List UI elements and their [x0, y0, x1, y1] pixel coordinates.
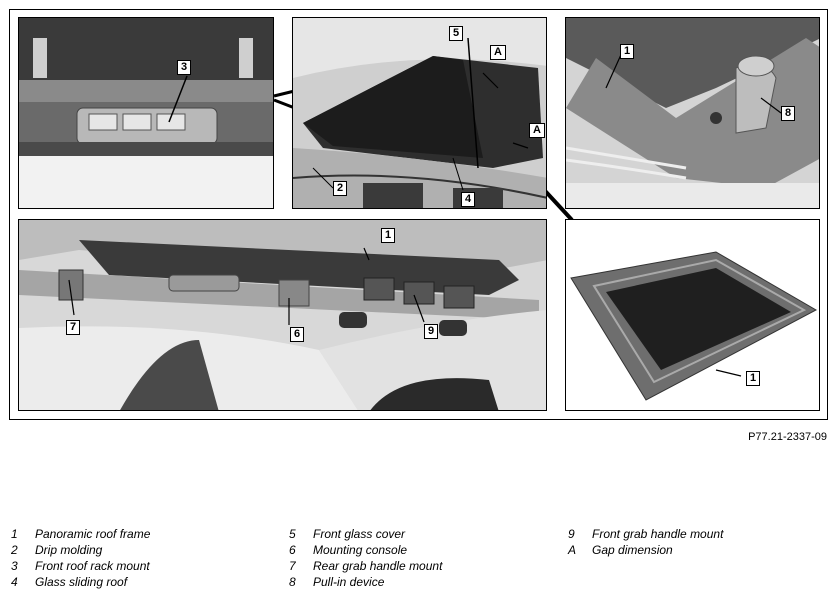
legend-label: Drip molding [35, 543, 103, 557]
panel-roof-exterior: 5 A A 2 4 [292, 17, 547, 209]
legend-label: Front grab handle mount [592, 527, 724, 541]
legend-column-2: 5 Front glass cover 6 Mounting console 7 Re… [289, 527, 442, 591]
callout-a-upper: A [490, 45, 506, 60]
legend-item: 7 Rear grab handle mount [289, 559, 442, 575]
legend-item: 9 Front grab handle mount [568, 527, 723, 543]
legend-label: Gap dimension [592, 543, 673, 557]
callout-4: 4 [461, 192, 476, 207]
callout-9: 9 [424, 324, 439, 339]
roof-exterior-illustration [293, 18, 546, 208]
pull-in-device-illustration [566, 18, 819, 208]
callout-5: 5 [449, 26, 464, 41]
legend-key: 8 [289, 575, 296, 589]
legend-label: Rear grab handle mount [313, 559, 443, 573]
legend-key: 1 [11, 527, 18, 541]
figure-id: P77.21-2337-09 [748, 431, 827, 443]
roof-rack-mount-illustration [19, 18, 273, 208]
legend-column-3: 9 Front grab handle mount A Gap dimension [568, 527, 723, 559]
legend-key: 6 [289, 543, 296, 557]
legend-key: 9 [568, 527, 575, 541]
callout-7: 7 [66, 320, 81, 335]
legend-item: 8 Pull-in device [289, 575, 442, 591]
callout-2: 2 [333, 181, 348, 196]
legend-key: A [568, 543, 577, 557]
callout-3: 3 [177, 60, 192, 75]
roof-frame-module-illustration [566, 220, 819, 410]
panel-interior-roof-frame: 1 7 6 9 [18, 219, 547, 411]
legend-item: 2 Drip molding [11, 543, 150, 559]
legend-item: A Gap dimension [568, 543, 723, 559]
legend-label: Mounting console [313, 543, 408, 557]
panel-roof-frame-module: 1 [565, 219, 820, 411]
legend-label: Front glass cover [313, 527, 406, 541]
callout-6: 6 [290, 327, 305, 342]
callout-a-lower: A [529, 123, 545, 138]
legend-item: 4 Glass sliding roof [11, 575, 150, 591]
legend-item: 5 Front glass cover [289, 527, 442, 543]
callout-8: 8 [781, 106, 796, 121]
legend-key: 5 [289, 527, 296, 541]
panel-roof-rack-mount: 3 [18, 17, 274, 209]
panel-pull-in-device: 1 8 [565, 17, 820, 209]
legend-item: 3 Front roof rack mount [11, 559, 150, 575]
legend-label: Glass sliding roof [35, 575, 128, 589]
legend-key: 7 [289, 559, 296, 573]
legend-label: Front roof rack mount [35, 559, 150, 573]
legend-column-1: 1 Panoramic roof frame 2 Drip molding 3 Fro… [11, 527, 150, 591]
legend-key: 4 [11, 575, 18, 589]
legend-key: 2 [11, 543, 18, 557]
callout-1-pull-in: 1 [620, 44, 635, 59]
legend-label: Pull-in device [313, 575, 385, 589]
legend-item: 6 Mounting console [289, 543, 442, 559]
legend-label: Panoramic roof frame [35, 527, 151, 541]
legend-item: 1 Panoramic roof frame [11, 527, 150, 543]
interior-roof-frame-illustration [19, 220, 546, 410]
callout-1-frame: 1 [381, 228, 396, 243]
callout-1-module: 1 [746, 371, 761, 386]
legend-key: 3 [11, 559, 18, 573]
